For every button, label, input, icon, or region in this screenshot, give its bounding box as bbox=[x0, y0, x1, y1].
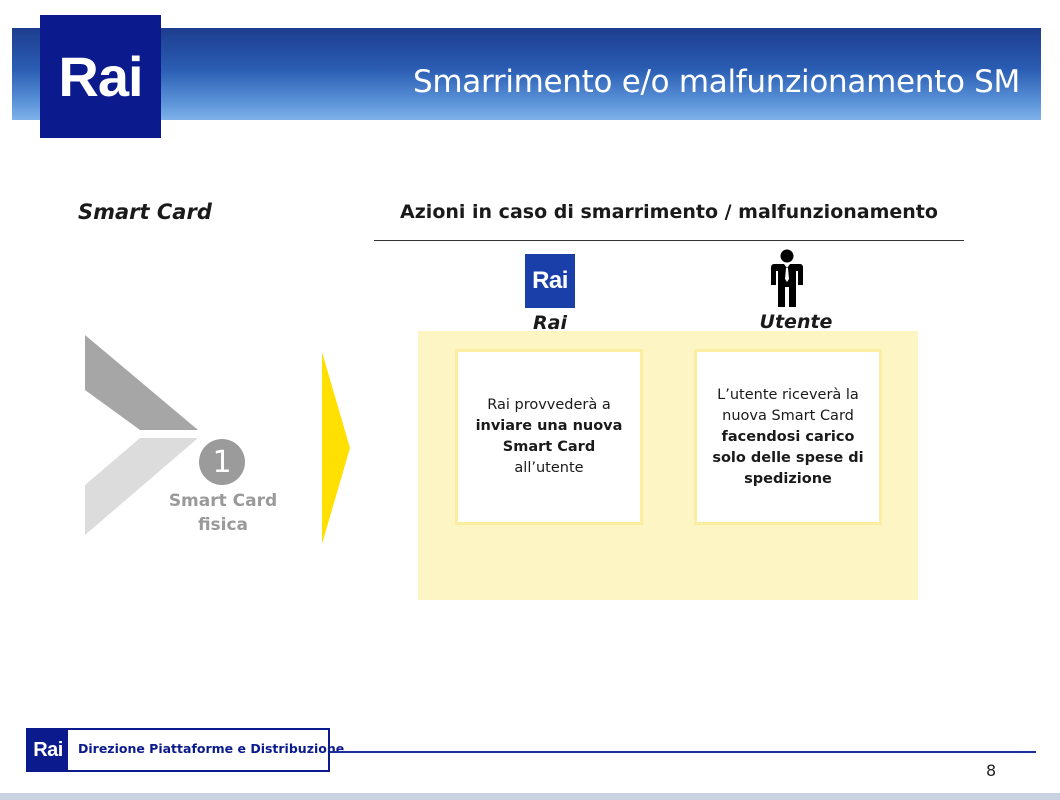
rai-column-logo-text: Rai bbox=[532, 267, 568, 294]
user-action-text-before: L’utente riceverà la nuova Smart Card bbox=[717, 386, 859, 424]
actions-divider bbox=[374, 240, 964, 241]
footer-rai-logo-text: Rai bbox=[33, 738, 63, 761]
user-action-text: L’utente riceverà la nuova Smart Card fa… bbox=[705, 385, 871, 490]
person-icon bbox=[771, 249, 803, 307]
rai-column-label: Rai bbox=[533, 312, 567, 334]
step-number-badge: 1 bbox=[199, 439, 245, 485]
step-label: Smart Card fisica bbox=[168, 489, 278, 537]
chevron-icon bbox=[85, 335, 198, 535]
rai-logo: Rai bbox=[40, 15, 161, 138]
rai-logo-text: Rai bbox=[58, 45, 143, 108]
yellow-arrow-icon bbox=[322, 352, 350, 544]
rai-action-text-after: all’utente bbox=[514, 460, 584, 476]
bottom-strip bbox=[0, 793, 1060, 800]
rai-action-text: Rai provvederà a inviare una nuova Smart… bbox=[468, 395, 630, 479]
footer-divider bbox=[330, 751, 1036, 753]
footer-rai-logo: Rai bbox=[28, 730, 68, 770]
person-tie bbox=[785, 268, 789, 282]
slide-title: Smarrimento e/o malfunzionamento SM bbox=[413, 64, 1020, 100]
user-action-text-bold: facendosi carico solo delle spese di spe… bbox=[712, 428, 864, 487]
user-action-box: L’utente riceverà la nuova Smart Card fa… bbox=[694, 349, 882, 525]
step-label-line2: fisica bbox=[197, 515, 249, 535]
chevron-lower-shape bbox=[85, 438, 198, 535]
person-body bbox=[771, 264, 803, 307]
footer-department: Direzione Piattaforme e Distribuzione bbox=[78, 741, 345, 756]
person-collar bbox=[784, 264, 790, 268]
chevron-upper-shape bbox=[85, 335, 198, 430]
person-head bbox=[780, 249, 794, 263]
step-label-line1: Smart Card bbox=[168, 491, 278, 511]
rai-action-text-before: Rai provvederà a bbox=[487, 397, 611, 413]
user-column-label: Utente bbox=[759, 311, 833, 333]
rai-action-text-bold: inviare una nuova Smart Card bbox=[475, 418, 623, 455]
header-band bbox=[12, 28, 1041, 120]
rai-column-logo: Rai bbox=[525, 254, 575, 308]
smart-card-heading: Smart Card bbox=[78, 200, 212, 224]
rai-action-box: Rai provvederà a inviare una nuova Smart… bbox=[455, 349, 643, 525]
actions-heading: Azioni in caso di smarrimento / malfunzi… bbox=[400, 201, 938, 223]
page-number: 8 bbox=[986, 761, 997, 780]
yellow-arrow-shape bbox=[322, 352, 350, 544]
footer-badge bbox=[26, 728, 330, 772]
